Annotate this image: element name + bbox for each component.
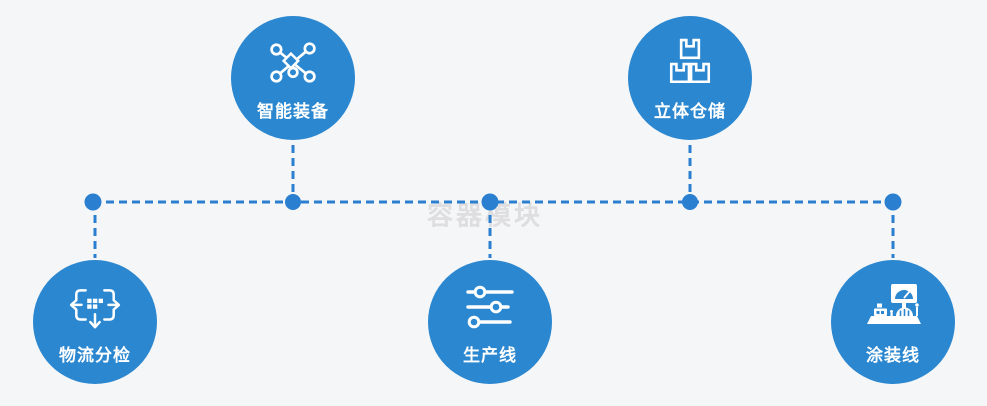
node-painting-line: 涂装线 xyxy=(831,260,955,384)
machine-console-icon xyxy=(867,284,921,324)
node-label: 智能装备 xyxy=(257,102,329,121)
icon-wrap xyxy=(68,278,122,336)
move-sort-icon xyxy=(69,289,121,329)
sliders-icon xyxy=(466,285,514,329)
molecule-network-icon xyxy=(270,42,316,83)
icon-wrap xyxy=(266,34,320,92)
icon-wrap xyxy=(665,34,715,92)
node-label: 立体仓储 xyxy=(654,102,726,121)
icon-wrap xyxy=(861,278,925,336)
node-stereo-warehouse: 立体仓储 xyxy=(628,16,752,140)
junction-dot xyxy=(84,193,102,211)
junction-dot xyxy=(481,193,499,211)
junction-dot xyxy=(285,194,301,210)
stacked-boxes-icon xyxy=(669,38,711,84)
junction-dot xyxy=(884,193,902,211)
node-label: 涂装线 xyxy=(866,346,920,365)
node-production-line: 生产线 xyxy=(428,260,552,384)
node-logistics-sorting: 物流分检 xyxy=(33,260,157,384)
node-label: 物流分检 xyxy=(59,346,131,365)
junction-dot xyxy=(682,194,698,210)
node-label: 生产线 xyxy=(463,346,517,365)
icon-wrap xyxy=(465,278,515,336)
node-smart-equipment: 智能装备 xyxy=(231,16,355,140)
